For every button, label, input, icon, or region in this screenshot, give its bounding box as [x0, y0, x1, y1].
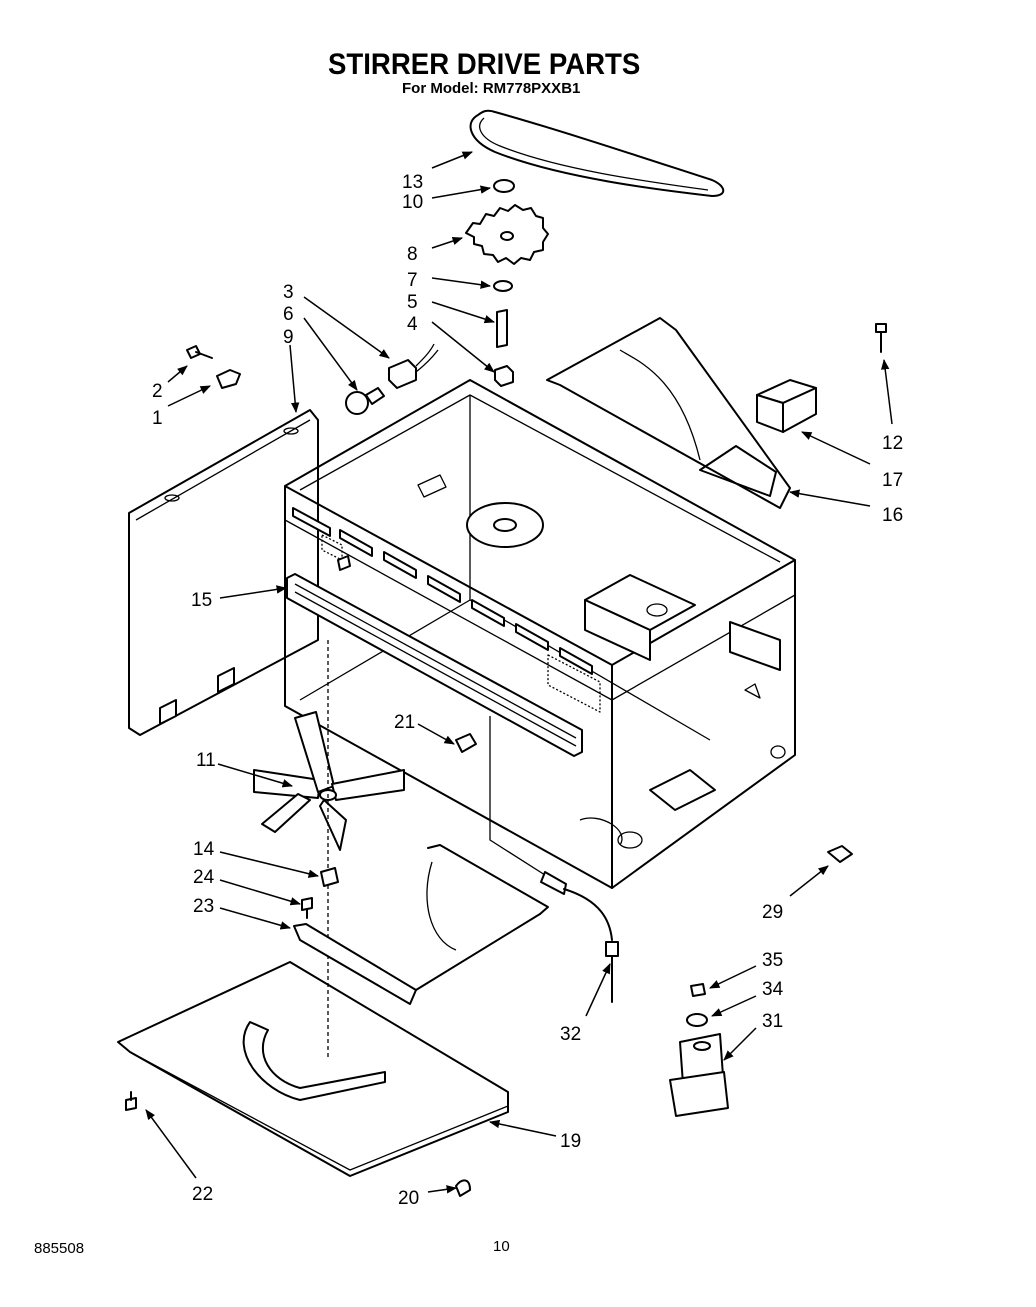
callout-29: 29	[762, 902, 783, 923]
callout-8: 8	[407, 244, 418, 265]
model-subtitle: For Model: RM778PXXB1	[402, 80, 581, 97]
stirrer-shaft	[496, 309, 508, 348]
part-29	[827, 845, 853, 863]
callout-11: 11	[196, 750, 216, 771]
callout-4: 4	[407, 314, 418, 335]
stirrer-bearing	[494, 365, 514, 387]
callout-labels: 13 10 8 7 5 4 3 6 9 2 1 12 17 16 15 21 1…	[152, 172, 903, 1209]
callout-14: 13	[402, 172, 423, 193]
callout-16: 16	[882, 505, 903, 526]
nut-35	[690, 983, 706, 997]
leader-lines	[145, 151, 893, 1194]
callout-9: 9	[283, 327, 294, 348]
stirrer-pulley	[465, 204, 549, 265]
callout-21: 21	[394, 712, 415, 733]
callout-20: 20	[398, 1188, 419, 1209]
callout-22: 22	[192, 1184, 213, 1205]
duct-panel	[546, 317, 791, 509]
callout-2: 2	[152, 381, 163, 402]
cavity-frame	[284, 379, 796, 889]
callout-6: 6	[283, 304, 294, 325]
bottom-plate	[117, 961, 509, 1177]
washer-34	[686, 1013, 708, 1027]
page-title: STIRRER DRIVE PARTS	[328, 48, 641, 81]
lamp-bulb	[345, 387, 385, 415]
callout-1: 1	[152, 408, 163, 429]
fan-nut	[320, 867, 339, 887]
callout-35: 35	[762, 950, 783, 971]
screw-24	[301, 897, 313, 919]
callout-12: 12	[882, 433, 903, 454]
page-number: 10	[493, 1238, 510, 1255]
thermal-cable	[489, 716, 619, 1003]
screw-22	[125, 1091, 137, 1111]
callout-5: 5	[407, 292, 418, 313]
screw-2	[186, 345, 213, 359]
drive-belt	[469, 109, 725, 197]
side-panel	[128, 409, 319, 736]
callout-32: 32	[560, 1024, 581, 1045]
foam-block	[756, 379, 817, 433]
callout-24: 24	[193, 867, 215, 888]
callout-7: 7	[407, 270, 418, 291]
document-code: 885508	[34, 1240, 85, 1257]
small-clip	[455, 733, 477, 753]
callout-17: 17	[882, 470, 903, 491]
callout-31: 31	[762, 1011, 783, 1032]
sensor-31	[669, 1033, 729, 1117]
callout-15: 15	[191, 590, 212, 611]
screw-12	[875, 323, 887, 353]
rail-screw	[337, 555, 351, 571]
grommet	[455, 1179, 471, 1197]
lamp-socket	[388, 343, 439, 389]
callout-13: 14	[193, 839, 215, 860]
callout-3: 3	[283, 282, 294, 303]
callout-34: 34	[762, 979, 784, 1000]
callout-23: 23	[193, 896, 214, 917]
lamp-clip	[216, 369, 241, 389]
callout-10: 10	[402, 192, 423, 213]
front-rail	[286, 573, 583, 757]
washer	[493, 280, 513, 292]
callout-19: 19	[560, 1131, 581, 1152]
retaining-ring	[493, 179, 515, 193]
air-guide	[293, 844, 549, 1005]
